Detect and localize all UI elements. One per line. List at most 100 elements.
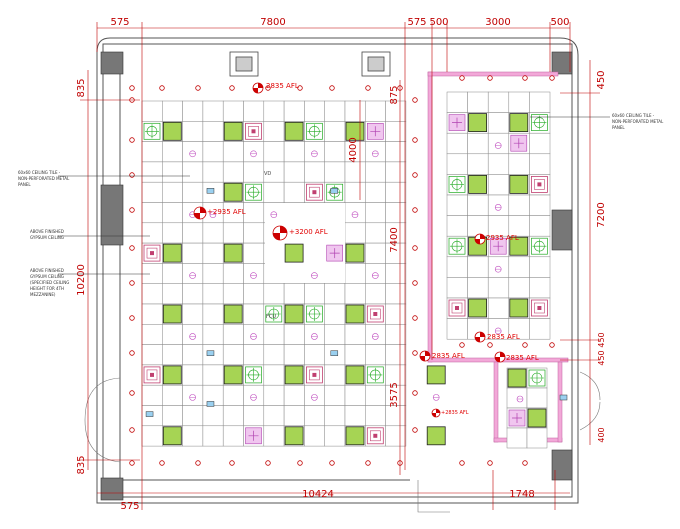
ceiling-tile	[385, 283, 407, 305]
ceiling-tile	[365, 344, 386, 366]
ceiling-tile	[487, 112, 510, 134]
ceiling-tile	[222, 161, 244, 183]
reference-dot	[129, 207, 135, 213]
light-panel	[345, 243, 365, 263]
light-panel	[223, 121, 243, 141]
ceiling-tile	[263, 283, 285, 305]
ceiling-tile	[385, 202, 407, 224]
dim-bottom-1: 575	[120, 501, 139, 512]
return-grille-core	[537, 182, 542, 187]
reference-dot	[549, 75, 555, 81]
ceiling-tile	[446, 153, 468, 175]
reference-dot	[459, 75, 465, 81]
ceiling-tile	[304, 141, 325, 163]
dim-top-5: 3000	[485, 17, 510, 28]
light-panel	[345, 121, 365, 141]
light-panel	[162, 365, 182, 385]
light-panel	[223, 365, 243, 385]
ceiling-tile	[263, 181, 285, 203]
ceiling-fixtures	[143, 113, 568, 446]
return-grille-inner	[248, 126, 259, 137]
light-panel	[223, 304, 243, 324]
speaker-cross	[493, 241, 504, 252]
reference-dot	[522, 75, 528, 81]
reference-dot	[329, 460, 335, 466]
ceiling-tile	[222, 100, 244, 122]
ceiling-tile	[263, 384, 285, 406]
return-grille-inner	[146, 369, 158, 381]
ceiling-tile	[487, 194, 510, 216]
reference-dot	[412, 207, 418, 213]
return-grille-inner	[369, 430, 381, 442]
ceiling-tile	[182, 324, 204, 345]
sensor	[330, 188, 339, 194]
ceiling-tile	[182, 303, 204, 325]
ceiling-tile	[385, 263, 407, 284]
dim-bottom-3: 1748	[509, 489, 534, 500]
level-text-2: +2935 AFL	[207, 208, 246, 216]
ceiling-tile	[141, 202, 163, 224]
reference-dot	[412, 427, 418, 433]
ceiling-tile	[243, 283, 265, 305]
ceiling-tile	[182, 242, 204, 264]
level-marker-1: 2835 AFL	[252, 82, 299, 94]
ceiling-tile	[344, 405, 366, 427]
level-text-7: 2835 AFL	[506, 354, 539, 362]
diffuser-cross	[246, 185, 261, 200]
return-grille-core	[251, 129, 256, 134]
return-grille-inner	[369, 308, 381, 320]
ceiling-tile	[243, 263, 265, 284]
ceiling-tile	[263, 100, 285, 122]
ceiling-tile	[222, 141, 244, 163]
diffuser-cross	[266, 307, 281, 321]
speaker-cross	[248, 430, 259, 441]
ceiling-tile	[202, 222, 224, 244]
ceiling-tile	[446, 132, 468, 155]
annotation-leaders	[58, 116, 610, 275]
ceiling-tile	[467, 194, 489, 216]
ceiling-tile	[446, 318, 468, 340]
ceiling-tile	[141, 181, 163, 203]
light-panel	[509, 113, 529, 132]
ceiling-tile	[243, 344, 265, 366]
ceiling-tile	[283, 100, 305, 122]
ceiling-tile	[385, 303, 407, 325]
ceiling-tile	[385, 324, 407, 345]
light-panel	[162, 304, 182, 324]
ceiling-tile	[141, 303, 163, 325]
diffuser-cross	[246, 367, 261, 382]
dim-inner-2: 7400	[389, 227, 400, 252]
ceiling-tile	[182, 100, 204, 122]
ceiling-tile	[182, 141, 204, 163]
reference-dot	[412, 390, 418, 396]
ceiling-tile	[304, 324, 325, 345]
ceiling-tile	[526, 427, 548, 449]
reference-dot	[412, 280, 418, 286]
return-grille-core	[312, 190, 317, 195]
ceiling-tile	[487, 153, 510, 175]
ceiling-tile	[344, 222, 366, 244]
dim-inner-3: 3575	[389, 382, 400, 407]
reference-dot	[365, 460, 371, 466]
reference-dot	[265, 460, 271, 466]
light-panel	[426, 426, 446, 446]
reference-dot	[159, 85, 165, 91]
reference-dot	[487, 75, 493, 81]
sensor	[559, 394, 568, 401]
reference-dot	[522, 342, 528, 348]
diffuser-cross	[450, 177, 464, 192]
ceiling-tile	[508, 153, 530, 175]
diffuser-cross	[145, 124, 159, 139]
ceiling-tile	[243, 202, 265, 224]
outer-walls	[96, 37, 579, 504]
reference-dot	[522, 460, 528, 466]
ceiling-tile	[529, 277, 551, 299]
ceiling-tile	[304, 283, 325, 305]
light-panel	[284, 304, 304, 324]
ceiling-tile	[529, 318, 551, 340]
ceiling-tile	[508, 194, 530, 216]
ceiling-tile	[344, 283, 366, 305]
ceiling-tile	[529, 215, 551, 237]
diffuser-cross	[368, 367, 383, 382]
return-grille-core	[455, 306, 459, 310]
